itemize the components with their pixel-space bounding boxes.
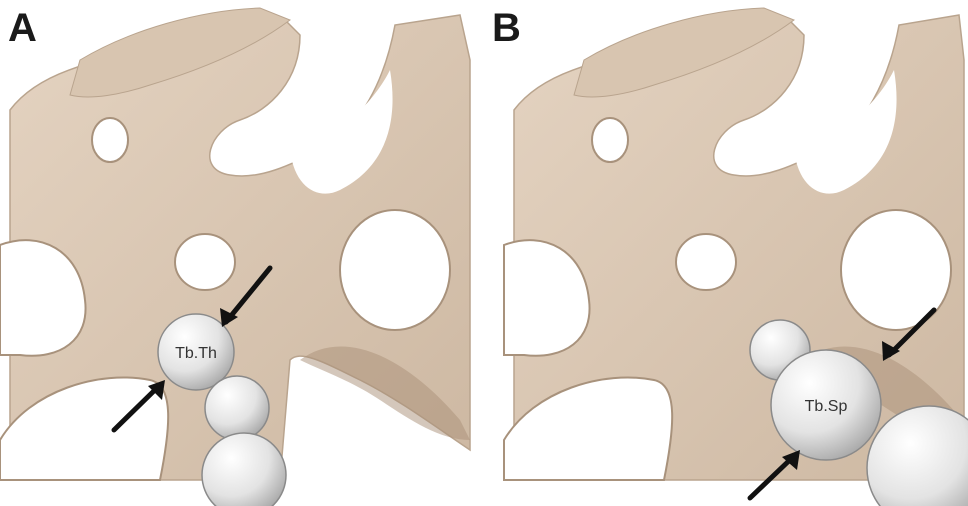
marrow-space bbox=[175, 234, 235, 290]
marrow-space bbox=[592, 118, 628, 162]
sphere-label: Tb.Th bbox=[175, 345, 217, 362]
marrow-space bbox=[340, 210, 450, 330]
panel-b: Tb.Sp B bbox=[484, 0, 968, 506]
sphere bbox=[205, 376, 269, 440]
panel-label: A bbox=[8, 8, 37, 48]
marrow-space bbox=[92, 118, 128, 162]
bone-structure-a: Tb.Th bbox=[0, 0, 484, 506]
panel-label: B bbox=[492, 8, 521, 48]
sphere-label: Tb.Sp bbox=[805, 398, 848, 415]
marrow-space bbox=[676, 234, 736, 290]
bone-structure-b: Tb.Sp bbox=[484, 0, 968, 506]
panel-a: Tb.Th A bbox=[0, 0, 484, 506]
